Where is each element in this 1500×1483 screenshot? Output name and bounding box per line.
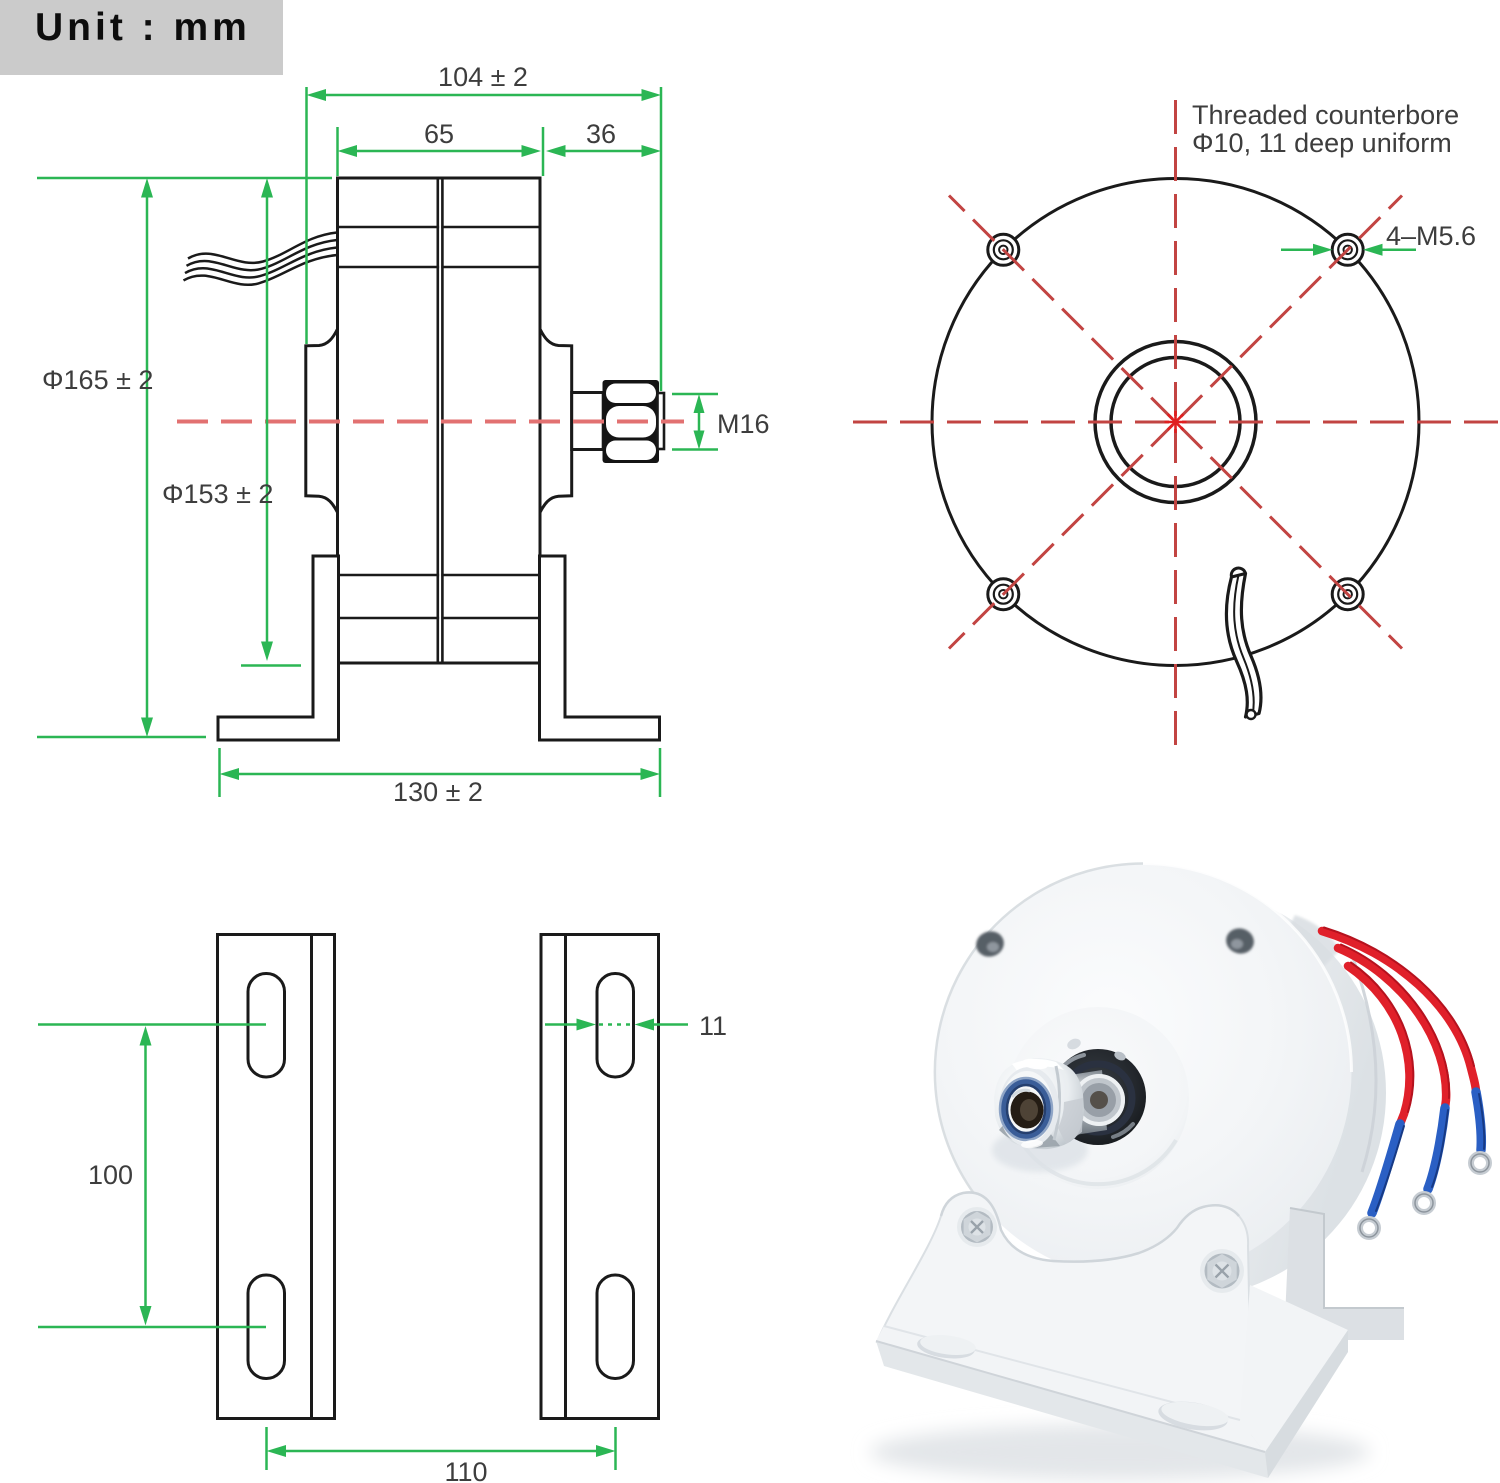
svg-text:36: 36: [586, 119, 616, 149]
svg-text:Φ153 ± 2: Φ153 ± 2: [162, 479, 273, 509]
svg-text:130 ± 2: 130 ± 2: [393, 777, 483, 807]
svg-text:Φ165 ± 2: Φ165 ± 2: [42, 365, 153, 395]
svg-text:65: 65: [424, 119, 454, 149]
svg-text:M16: M16: [717, 409, 770, 439]
svg-text:100: 100: [88, 1160, 133, 1190]
svg-text:11: 11: [699, 1011, 727, 1041]
svg-text:Threaded counterbore: Threaded counterbore: [1192, 100, 1459, 130]
svg-text:Φ10, 11 deep uniform: Φ10, 11 deep uniform: [1192, 128, 1452, 158]
svg-text:4–M5.6: 4–M5.6: [1386, 221, 1476, 251]
svg-text:110: 110: [444, 1457, 487, 1483]
svg-text:Unit : mm: Unit : mm: [35, 6, 251, 49]
svg-text:104 ± 2: 104 ± 2: [438, 62, 528, 92]
